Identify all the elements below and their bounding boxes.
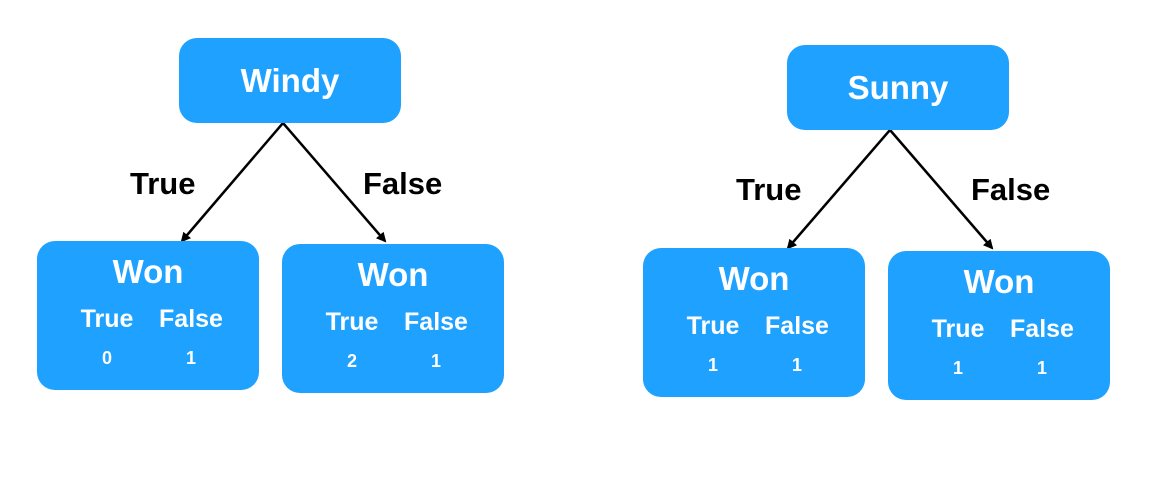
leaf-col-header: False xyxy=(1010,315,1074,343)
leaf-count: 1 xyxy=(185,348,196,368)
decision-tree-windy: Windy True False Won True 0 False 1 Won … xyxy=(37,38,504,393)
leaf-col-true: True 1 xyxy=(918,315,998,379)
leaf-col-false: False 1 xyxy=(1002,315,1082,379)
tree-edges xyxy=(786,129,994,250)
leaf-col-header: True xyxy=(80,305,134,333)
root-node: Sunny xyxy=(787,45,1009,130)
edge-true-arrow xyxy=(180,122,284,243)
leaf-node-false-branch: Won True 2 False 1 xyxy=(282,244,504,393)
leaf-col-false: False 1 xyxy=(151,305,231,369)
decision-tree-sunny: Sunny True False Won True 1 False 1 Won … xyxy=(581,0,1162,494)
edge-label-true: True xyxy=(736,172,802,207)
leaf-count: 2 xyxy=(346,351,357,371)
edge-label-false: False xyxy=(971,172,1051,207)
leaf-node-true-branch: Won True 0 False 1 xyxy=(37,241,259,390)
leaf-col-header: False xyxy=(159,305,223,333)
leaf-title: Won xyxy=(718,260,790,297)
leaf-col-true: True 2 xyxy=(312,308,392,372)
leaf-col-header: True xyxy=(686,312,740,340)
edge-false-arrow xyxy=(282,122,387,243)
leaf-node-false-branch: Won True 1 False 1 xyxy=(888,251,1110,400)
leaf-col-true: True 1 xyxy=(673,312,753,376)
leaf-count: 1 xyxy=(1036,358,1047,378)
root-label: Windy xyxy=(240,61,340,99)
leaf-col-false: False 1 xyxy=(396,308,476,372)
edge-false-arrow xyxy=(889,129,994,250)
root-label: Sunny xyxy=(847,68,949,106)
leaf-col-header: True xyxy=(325,308,379,336)
leaf-col-false: False 1 xyxy=(757,312,837,376)
edge-label-false: False xyxy=(363,166,443,201)
leaf-count: 1 xyxy=(952,358,963,378)
leaf-count: 1 xyxy=(791,355,802,375)
leaf-title: Won xyxy=(963,263,1035,300)
tree-edges xyxy=(180,122,387,243)
leaf-node-true-branch: Won True 1 False 1 xyxy=(643,248,865,397)
leaf-col-header: True xyxy=(931,315,985,343)
leaf-col-true: True 0 xyxy=(67,305,147,369)
leaf-count: 1 xyxy=(707,355,718,375)
leaf-count: 0 xyxy=(101,348,112,368)
leaf-title: Won xyxy=(357,256,429,293)
edge-label-true: True xyxy=(130,166,196,201)
leaf-col-header: False xyxy=(404,308,468,336)
leaf-col-header: False xyxy=(765,312,829,340)
edge-true-arrow xyxy=(786,129,891,250)
leaf-count: 1 xyxy=(430,351,441,371)
leaf-title: Won xyxy=(112,253,184,290)
root-node: Windy xyxy=(179,38,401,123)
